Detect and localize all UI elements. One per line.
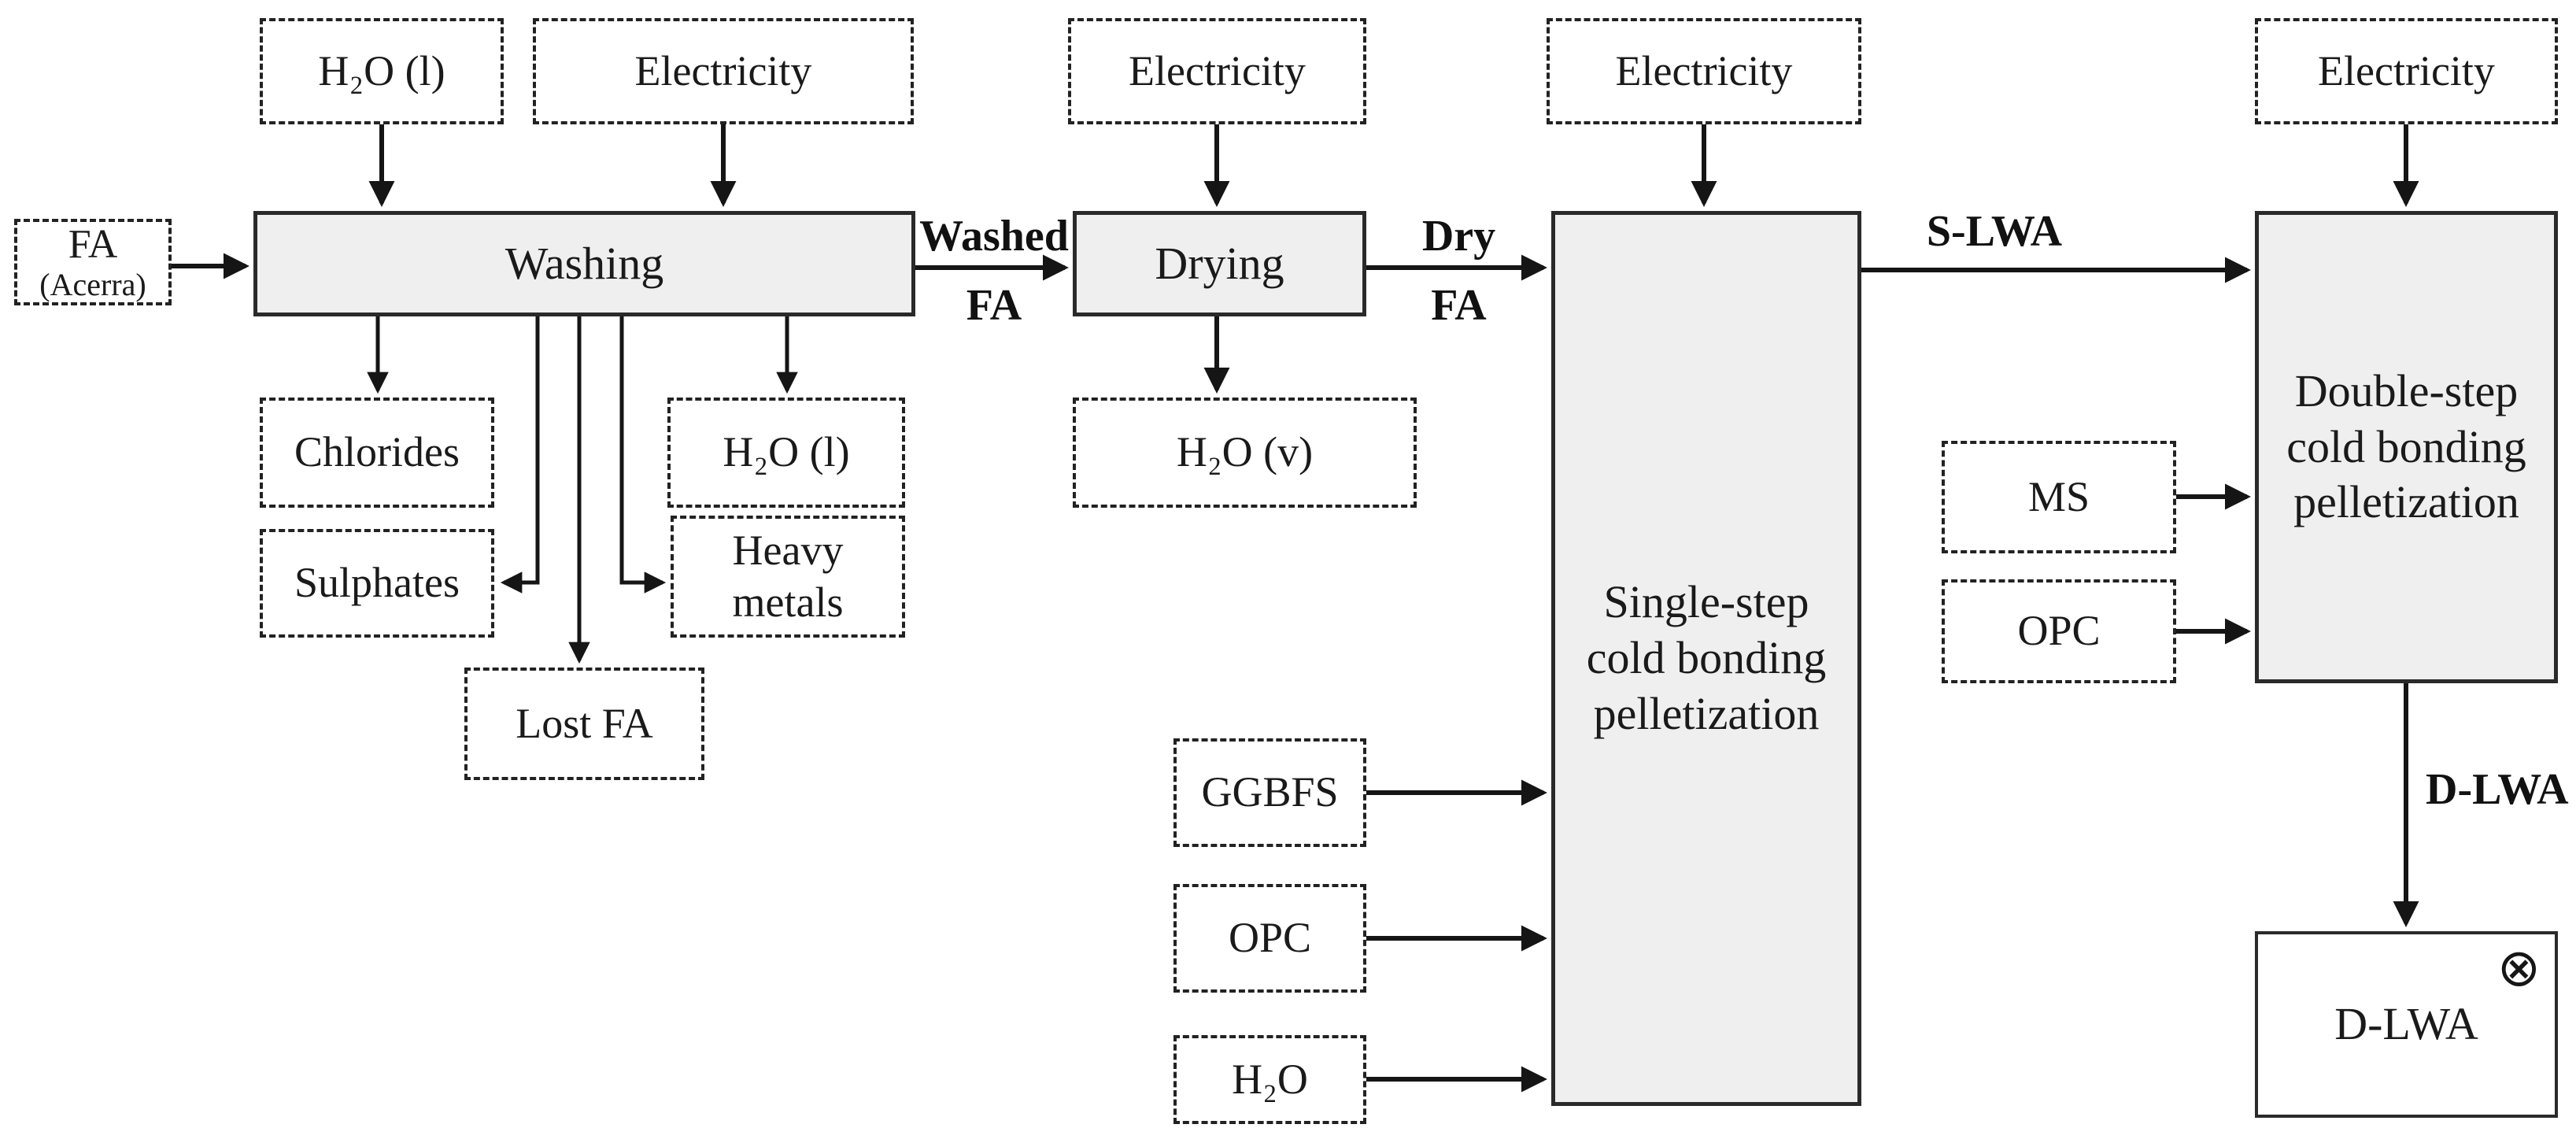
input-box-electricity-single-step: Electricity — [1547, 18, 1861, 124]
input-label-electricity-washing: Electricity — [634, 46, 812, 94]
output-box-chlorides: Chlorides — [260, 398, 494, 508]
process-label-double-step-pelletization: Double-step cold bonding pelletization — [2286, 364, 2526, 528]
input-box-opc-double-step: OPC — [1942, 579, 2176, 683]
input-label-ms: MS — [2027, 472, 2090, 520]
input-label-h2o-liquid: H₂O (l) — [318, 46, 445, 94]
input-label-opc-single-step: OPC — [1228, 914, 1312, 962]
output-box-heavy-metals: Heavy metals — [671, 516, 905, 638]
process-box-washing: Washing — [253, 211, 915, 316]
input-box-h2o-single-step: H₂O — [1173, 1035, 1366, 1124]
input-box-opc-single-step: OPC — [1173, 884, 1366, 993]
input-label-electricity-single-step: Electricity — [1615, 46, 1793, 94]
input-label-electricity-double-step: Electricity — [2318, 46, 2495, 94]
process-box-drying: Drying — [1073, 211, 1366, 316]
output-label-sulphates: Sulphates — [294, 559, 460, 607]
arrow-washing-to-heavy-metals — [619, 316, 667, 594]
flow-label-d-lwa: D-LWA — [2426, 765, 2569, 814]
output-box-h2o-liquid: H₂O (l) — [667, 398, 905, 508]
flow-label-dry-fa-line2: FA — [1431, 281, 1487, 330]
process-box-double-step-pelletization: Double-step cold bonding pelletization — [2255, 211, 2558, 683]
input-label-electricity-drying: Electricity — [1129, 46, 1306, 94]
output-label-h2o-liquid: H₂O (l) — [723, 428, 850, 476]
input-box-electricity-washing: Electricity — [533, 18, 914, 124]
input-label-opc-double-step: OPC — [2017, 607, 2101, 655]
fa-source-origin: (Acerra) — [39, 266, 146, 302]
output-box-lost-fa: Lost FA — [464, 668, 704, 780]
product-box-d-lwa: ⊗ D-LWA — [2255, 931, 2558, 1118]
product-label-d-lwa: D-LWA — [2334, 998, 2478, 1050]
output-label-lost-fa: Lost FA — [516, 699, 653, 747]
input-box-h2o-liquid: H₂O (l) — [260, 18, 504, 124]
fa-source-name: FA — [68, 222, 118, 268]
arrow-washing-to-sulphates — [500, 316, 540, 594]
input-box-electricity-double-step: Electricity — [2255, 18, 2558, 124]
circled-times-icon: ⊗ — [2497, 938, 2541, 998]
flow-label-s-lwa: S-LWA — [1926, 207, 2063, 256]
process-label-washing: Washing — [504, 237, 664, 289]
output-box-sulphates: Sulphates — [260, 529, 494, 638]
input-label-ggbfs: GGBFS — [1201, 768, 1339, 816]
process-label-single-step-pelletization: Single-step cold bonding pelletization — [1586, 576, 1827, 739]
output-label-chlorides: Chlorides — [294, 428, 460, 476]
input-box-fa-acerra: FA (Acerra) — [14, 219, 172, 305]
process-label-drying: Drying — [1155, 237, 1284, 289]
output-box-h2o-vapor: H₂O (v) — [1073, 398, 1417, 508]
flow-label-washed-fa-line1: Washed — [919, 212, 1069, 261]
input-box-ms: MS — [1942, 441, 2176, 553]
process-box-single-step-pelletization: Single-step cold bonding pelletization — [1551, 211, 1861, 1106]
input-box-ggbfs: GGBFS — [1173, 738, 1366, 847]
input-label-h2o-single-step: H₂O — [1232, 1055, 1308, 1103]
flow-label-washed-fa-line2: FA — [966, 281, 1022, 330]
output-label-h2o-vapor: H₂O (v) — [1176, 428, 1314, 476]
output-label-heavy-metals: Heavy metals — [732, 526, 844, 626]
flow-label-dry-fa-line1: Dry — [1421, 212, 1496, 261]
input-box-electricity-drying: Electricity — [1068, 18, 1366, 124]
